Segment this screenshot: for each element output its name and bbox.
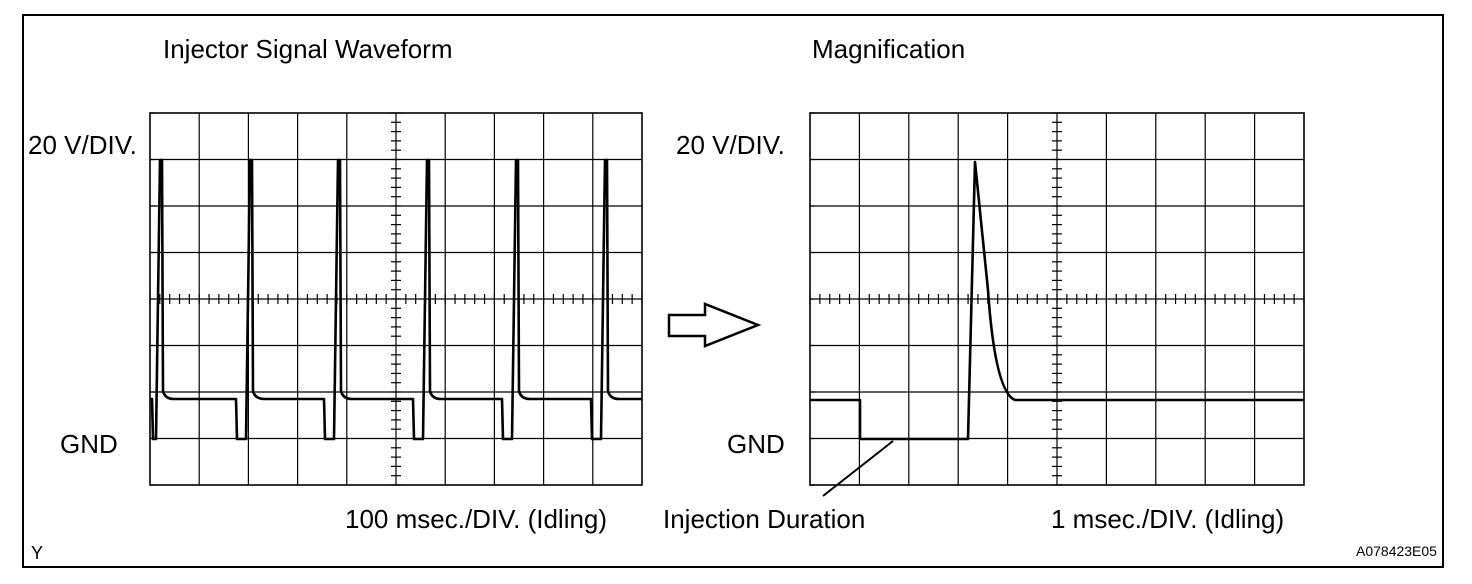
left-grid — [149, 112, 643, 486]
right-vscale-label: 20 V/DIV. — [676, 130, 785, 160]
right-panel-title: Magnification — [812, 34, 966, 64]
figure-frame — [22, 14, 1444, 568]
left-vscale-label: 20 V/DIV. — [28, 130, 137, 160]
left-waveform-trace — [150, 158, 642, 441]
corner-mark: Y — [31, 543, 44, 563]
left-panel-title: Injector Signal Waveform — [163, 34, 453, 64]
right-hscale-label: 1 msec./DIV. (Idling) — [1051, 504, 1285, 534]
left-hscale-label: 100 msec./DIV. (Idling) — [345, 504, 608, 534]
right-waveform-trace — [810, 160, 1304, 441]
left-ground-label: GND — [60, 429, 118, 459]
right-ground-label: GND — [727, 429, 785, 459]
figure-code: A078423E05 — [1356, 543, 1437, 559]
right-grid — [809, 112, 1305, 486]
injection-duration-label: Injection Duration — [663, 504, 866, 534]
